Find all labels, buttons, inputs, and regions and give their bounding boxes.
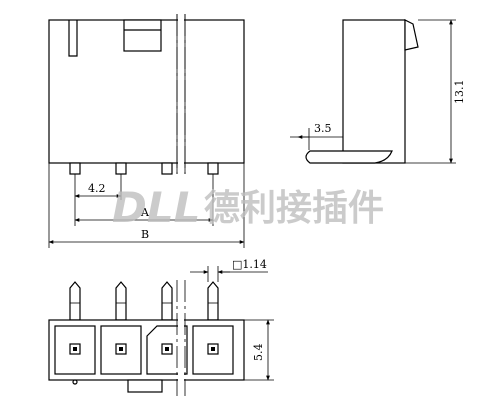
bottom-pin-2 bbox=[115, 281, 127, 321]
bottom-latch-tab bbox=[127, 379, 163, 393]
front-pin-3 bbox=[161, 162, 173, 175]
watermark-latin: DLL bbox=[112, 183, 200, 232]
watermark: DLL 德利接插件 bbox=[112, 183, 384, 232]
dim-offset-label: 3.5 bbox=[314, 122, 332, 135]
dim-a-label: A bbox=[140, 206, 150, 219]
dim-bottom-height-label: 5.4 bbox=[252, 344, 265, 362]
bottom-pin-3 bbox=[161, 281, 173, 321]
terminal-core bbox=[165, 347, 169, 351]
watermark-cjk: 德利接插件 bbox=[204, 188, 384, 229]
mark-dot bbox=[72, 379, 78, 385]
bottom-view: □1.14 5.4 bbox=[48, 258, 274, 396]
side-latch bbox=[404, 19, 419, 51]
front-pin-2 bbox=[115, 162, 127, 175]
terminal-core bbox=[211, 347, 215, 351]
cavity-1 bbox=[54, 325, 96, 375]
dim-b-label: B bbox=[141, 228, 149, 241]
bottom-pin-1 bbox=[69, 281, 81, 321]
terminal-core bbox=[73, 347, 77, 351]
front-pin-4 bbox=[207, 162, 219, 175]
terminal-core bbox=[119, 347, 123, 351]
break-line-bottom bbox=[176, 280, 186, 396]
break-line-front bbox=[176, 14, 186, 174]
side-bent-pin bbox=[305, 150, 393, 164]
dim-pin-square-label: □1.14 bbox=[232, 258, 267, 271]
front-view: 4.2 A B bbox=[48, 14, 245, 248]
bottom-pin-4 bbox=[207, 281, 219, 321]
latch-window bbox=[123, 19, 162, 52]
dim-height-label: 13.1 bbox=[453, 80, 466, 105]
polarization-slot bbox=[68, 20, 78, 57]
front-pin-1 bbox=[69, 162, 81, 175]
dim-pitch-label: 4.2 bbox=[88, 182, 106, 195]
side-body bbox=[342, 19, 406, 164]
side-view: 3.5 13.1 bbox=[290, 19, 466, 164]
